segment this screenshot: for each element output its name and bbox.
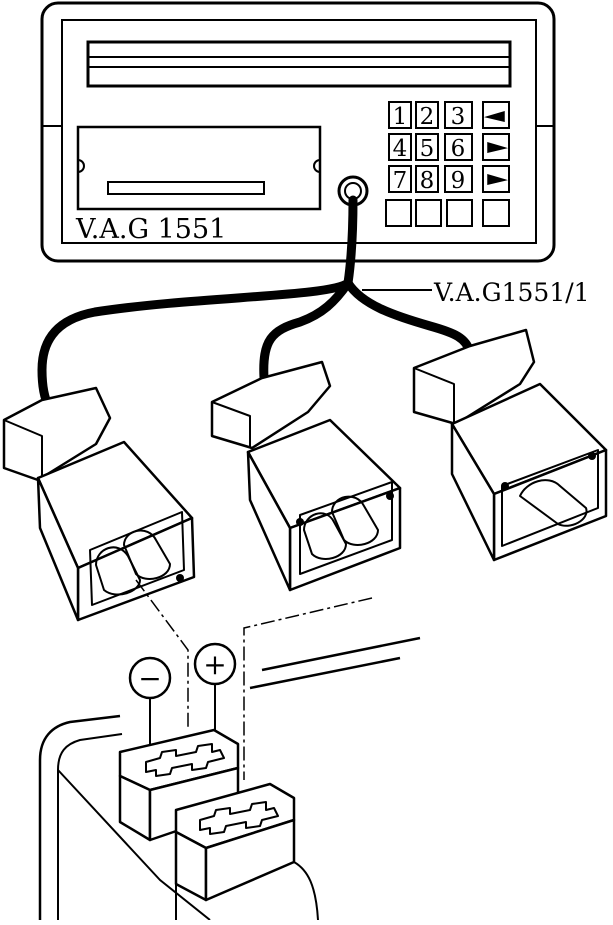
adapter-plug-left [2, 386, 196, 622]
key-arrow-up[interactable] [482, 101, 510, 129]
negative-symbol: − [138, 662, 161, 695]
printer-panel [76, 125, 322, 211]
keypad-arrow-icons [484, 110, 508, 185]
plug-middle-pin-2 [331, 495, 379, 546]
plug-left-grip-inner [3, 419, 43, 480]
connection-guide-lines [135, 579, 373, 780]
key-3[interactable] [444, 101, 473, 129]
display-window [86, 40, 512, 88]
key-2[interactable] [415, 101, 439, 129]
plug-right-socket [501, 449, 599, 547]
plug-right-marker-dot-left [501, 482, 509, 490]
plug-left-body-side [36, 476, 80, 622]
plug-middle-socket [299, 481, 393, 575]
panel-edge-line-2 [249, 656, 401, 690]
plug-right-grip-inner [413, 367, 455, 424]
key-4[interactable] [388, 133, 412, 161]
polarity-markers [128, 642, 237, 700]
vehicle-panel-lines [249, 636, 421, 690]
keypad [385, 101, 510, 227]
key-blank-2[interactable] [415, 199, 442, 227]
cable-branch-left [37, 278, 353, 405]
plug-middle-grip [210, 360, 332, 450]
adapter-cable [37, 195, 475, 405]
key-blank-3[interactable] [446, 199, 473, 227]
printer-notch-right [313, 159, 321, 173]
key-arrow-right[interactable] [482, 133, 510, 161]
cable-branch-middle [259, 278, 353, 383]
vehicle-diagnostic-socket [38, 714, 319, 921]
adapter-plug-middle [210, 360, 402, 592]
cable-trunk [343, 195, 358, 288]
plug-middle-marker-dot-right [386, 492, 394, 500]
plug-middle-pin-1 [303, 512, 347, 560]
printer-notch-left [77, 159, 85, 173]
plug-right-pin [519, 479, 588, 527]
key-5[interactable] [415, 133, 439, 161]
plug-middle-marker-dot-left [296, 518, 304, 526]
printer-paper-slot [107, 181, 265, 195]
key-label-4: 4 [393, 136, 408, 162]
key-9[interactable] [444, 165, 473, 193]
socket-upper-slot [145, 743, 225, 777]
key-8[interactable] [415, 165, 439, 193]
key-blank-4[interactable] [482, 199, 510, 227]
plug-middle-body-side [246, 450, 292, 592]
plug-right-marker-dot-right [588, 452, 596, 460]
key-label-6: 6 [451, 136, 466, 162]
plug-left-socket [89, 511, 185, 606]
tester-housing-outer [40, 1, 556, 263]
plug-left-marker-dot [176, 574, 184, 582]
plug-right-body-side [450, 422, 496, 562]
key-label-2: 2 [420, 104, 435, 130]
guide-line-positive [243, 597, 373, 780]
cable-label: V.A.G1551/1 [433, 278, 590, 307]
socket-lower-slot [199, 801, 279, 835]
panel-edge-line-1 [261, 636, 421, 672]
socket-housing-bevel [57, 769, 211, 921]
key-label-3: 3 [451, 104, 466, 130]
plug-left-grip [2, 386, 112, 482]
guide-line-negative [135, 579, 189, 730]
plug-middle-grip-inner [211, 401, 251, 448]
adapter-plug-right [412, 328, 608, 562]
key-arrow-down[interactable] [482, 165, 510, 193]
plug-left-pin-1 [95, 546, 141, 596]
socket-lower-base [293, 861, 319, 921]
key-7[interactable] [388, 165, 412, 193]
key-blank-1[interactable] [385, 199, 412, 227]
socket-housing-inner [57, 733, 123, 920]
keypad-labels: 1 2 3 4 5 6 7 8 9 [393, 104, 466, 194]
model-label: V.A.G 1551 [75, 214, 226, 245]
key-label-8: 8 [420, 168, 435, 194]
key-6[interactable] [444, 133, 473, 161]
key-label-9: 9 [451, 168, 466, 194]
key-label-1: 1 [393, 104, 408, 130]
key-label-7: 7 [393, 168, 408, 194]
plug-right-grip [412, 328, 536, 426]
plug-left-pin-2 [123, 529, 171, 580]
key-1[interactable] [388, 101, 412, 129]
arrow-left-icon [484, 110, 505, 122]
tester-housing-inner [61, 19, 537, 244]
cable-branch-right [343, 278, 475, 357]
socket-housing-outline [38, 714, 121, 920]
key-label-5: 5 [420, 136, 435, 162]
arrow-right-icon [487, 141, 508, 153]
arrow-right-icon-2 [487, 173, 508, 185]
positive-symbol: + [203, 648, 226, 681]
